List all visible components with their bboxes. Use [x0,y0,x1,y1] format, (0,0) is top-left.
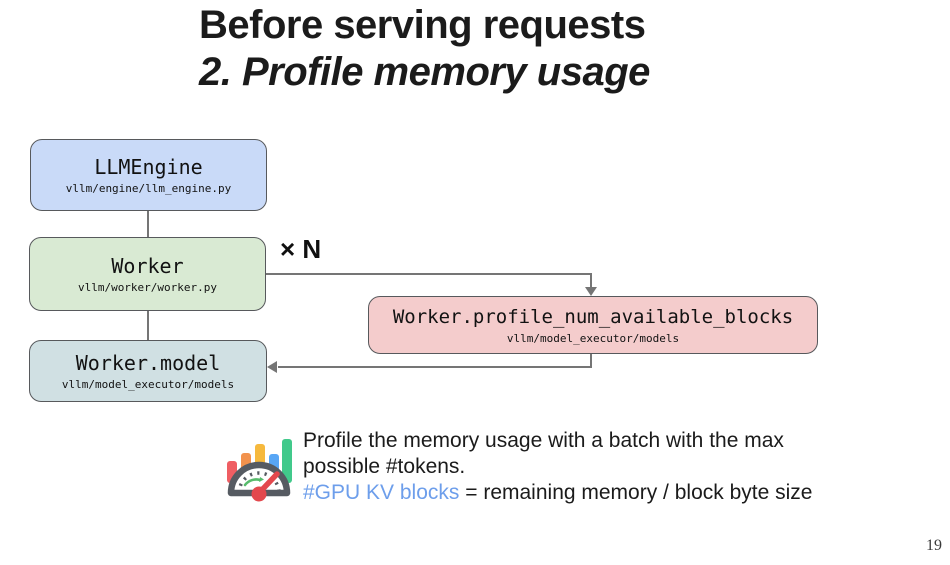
node-worker-model-title: Worker.model [75,350,221,375]
memory-gauge-icon [217,427,301,509]
arrowhead-into-profile-icon [585,287,597,296]
note-line1: Profile the memory usage with a batch wi… [303,429,784,452]
node-llmengine: LLMEngine vllm/engine/llm_engine.py [30,139,267,211]
slide-title-line2: 2. Profile memory usage [199,50,650,94]
gpu-kv-blocks-highlight: #GPU KV blocks [303,481,460,504]
arrowhead-into-worker-model-icon [267,361,277,373]
node-llmengine-title: LLMEngine [94,154,203,179]
node-worker: Worker vllm/worker/worker.py [29,237,266,311]
node-profile-title: Worker.profile_num_available_blocks [392,305,794,328]
slide-title: Before serving requests 2. Profile memor… [199,2,650,96]
slide-title-line1: Before serving requests [199,3,646,47]
node-llmengine-path: vllm/engine/llm_engine.py [65,181,232,195]
node-worker-title: Worker [111,253,184,278]
edge-llmengine-to-worker [147,211,149,237]
edge-profile-to-model-vertical [590,354,592,367]
edge-worker-to-profile-vertical [590,274,592,288]
note-line3: #GPU KV blocks = remaining memory / bloc… [303,480,903,506]
gauge-part [227,461,291,502]
edge-worker-to-worker-model [147,311,149,340]
node-worker-model: Worker.model vllm/model_executor/models [29,340,267,402]
node-profile-path: vllm/model_executor/models [506,331,680,345]
note-line3-rest: = remaining memory / block byte size [459,481,813,504]
page-number: 19 [926,537,942,554]
node-profile-num-available-blocks: Worker.profile_num_available_blocks vllm… [368,296,818,354]
node-worker-path: vllm/worker/worker.py [77,280,218,294]
note-line2: possible #tokens. [303,455,466,478]
node-worker-model-path: vllm/model_executor/models [61,377,235,391]
note-text: Profile the memory usage with a batch wi… [303,428,903,506]
edge-worker-to-profile-horizontal [266,273,592,275]
edge-profile-to-model-horizontal [278,366,592,368]
worker-multiplier-label: × N [280,234,322,264]
